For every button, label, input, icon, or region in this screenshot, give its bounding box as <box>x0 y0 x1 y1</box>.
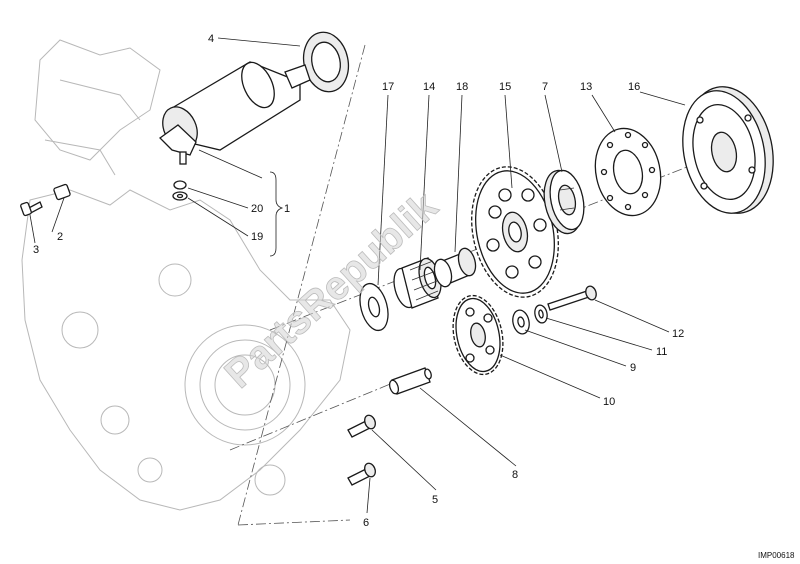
part-5-screw <box>347 414 376 438</box>
part-15-intermediate-gear <box>471 166 559 298</box>
part-18-bushing <box>433 247 477 288</box>
part-16-rotor-flywheel <box>682 86 774 214</box>
callout-19: 19 <box>251 231 263 243</box>
callout-5: 5 <box>432 494 438 506</box>
part-17-thrust-washer <box>359 282 389 332</box>
callout-9: 9 <box>630 362 636 374</box>
leader-lines <box>29 37 686 514</box>
assembly-axis-lines <box>229 44 706 526</box>
part-1-starter-motor <box>159 61 311 165</box>
part-3-screw <box>20 201 43 217</box>
callout-6: 6 <box>363 517 369 529</box>
part-20-nut <box>173 180 187 190</box>
part-2-spacer <box>53 183 71 201</box>
callout-11: 11 <box>656 346 667 358</box>
callout-14: 14 <box>423 81 435 93</box>
part-10-idler-gear <box>452 294 504 376</box>
callout-3: 3 <box>33 244 39 256</box>
part-12-screw <box>547 285 597 311</box>
part-7-freewheel-clutch <box>543 169 585 235</box>
part-6-screw <box>347 462 376 486</box>
callout-2: 2 <box>57 231 63 243</box>
callout-7: 7 <box>542 81 548 93</box>
callout-15: 15 <box>499 81 511 93</box>
part-4-o-ring-seal <box>302 31 350 93</box>
callout-12: 12 <box>672 328 684 340</box>
callout-18: 18 <box>456 81 468 93</box>
part-9-washer <box>512 309 530 335</box>
callout-4: 4 <box>208 33 214 45</box>
part-8-gear-pin <box>388 367 432 395</box>
part-14-needle-bearing <box>393 257 442 309</box>
callout-8: 8 <box>512 469 518 481</box>
part-19-washer <box>172 191 188 201</box>
callout-1: 1 <box>284 203 290 215</box>
callout-13: 13 <box>580 81 592 93</box>
callout-labels: 4 2 3 20 19 1 17 14 18 15 7 13 16 12 11 … <box>33 33 684 529</box>
callout-16: 16 <box>628 81 640 93</box>
part-11-washer <box>534 304 548 324</box>
callout-10: 10 <box>603 396 615 408</box>
drawing-code: IMP00618 <box>758 551 795 560</box>
part-13-freewheel-flange <box>594 127 662 217</box>
callout-17: 17 <box>382 81 394 93</box>
callout-20: 20 <box>251 203 263 215</box>
